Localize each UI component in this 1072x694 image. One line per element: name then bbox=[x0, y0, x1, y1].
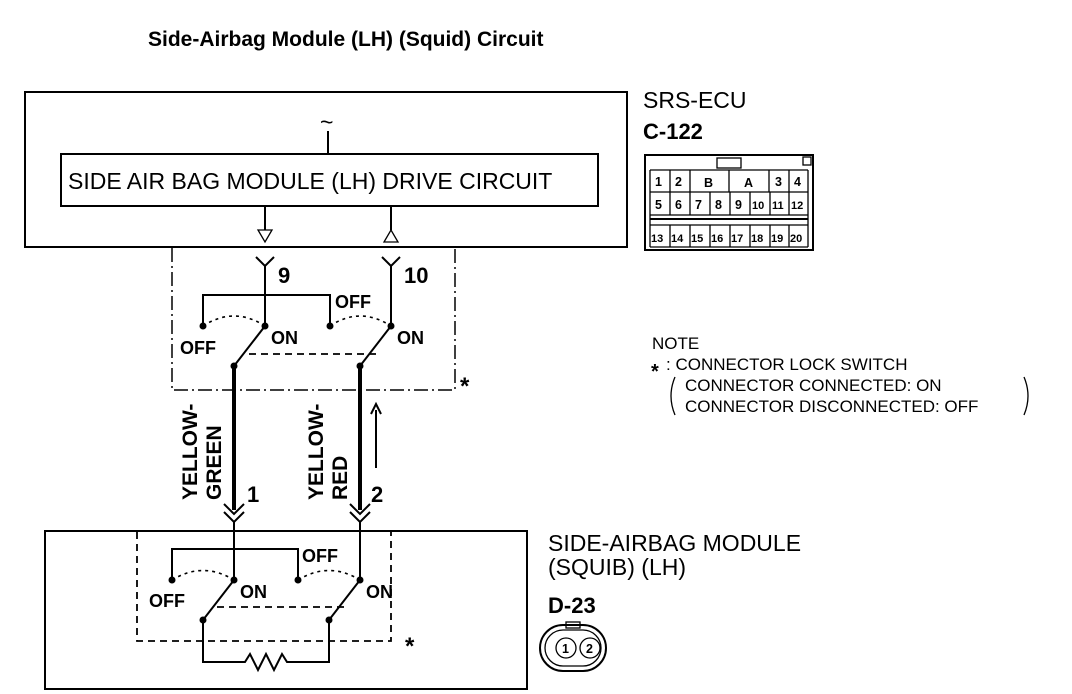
ecu-lock-switch-boundary bbox=[171, 248, 456, 391]
c122-pin: 7 bbox=[695, 198, 702, 212]
c122-pin: 11 bbox=[772, 200, 784, 212]
c122-pin: 1 bbox=[655, 175, 662, 189]
module-left-on-label: ON bbox=[240, 582, 267, 602]
c122-connector-face bbox=[644, 154, 814, 251]
ecu-connector-code: C-122 bbox=[643, 119, 703, 144]
c122-pin: 3 bbox=[775, 175, 782, 189]
ecu-short-bar bbox=[265, 294, 331, 324]
ecu-left-blade bbox=[233, 325, 266, 367]
wire-2-color-line2: RED bbox=[329, 456, 352, 500]
c122-pin: 20 bbox=[790, 233, 802, 245]
c122-pin: 14 bbox=[671, 233, 684, 245]
module-name-line2: (SQUIB) (LH) bbox=[548, 554, 686, 580]
c122-pin: 18 bbox=[751, 233, 763, 245]
wire-2-color-line1: YELLOW- bbox=[305, 404, 328, 500]
module-left-blade bbox=[202, 579, 235, 621]
c122-pin: 16 bbox=[711, 233, 723, 245]
arrow-up-icon bbox=[370, 401, 382, 415]
drive-circuit-box bbox=[60, 153, 599, 207]
d23-pin: 1 bbox=[562, 642, 569, 656]
note-open-paren bbox=[670, 376, 676, 416]
squib-resistor bbox=[202, 620, 330, 673]
module-left-throw-arc bbox=[171, 569, 235, 581]
ecu-right-blade bbox=[359, 325, 392, 367]
ecu-right-on-label: ON bbox=[397, 328, 424, 348]
wire-2-pin-label: 2 bbox=[371, 482, 383, 507]
module-right-off-label: OFF bbox=[302, 546, 338, 566]
c122-pin: 4 bbox=[794, 175, 801, 189]
terminal-10-label: 10 bbox=[404, 263, 428, 288]
ecu-tilde: ~ bbox=[320, 109, 333, 135]
drive-circuit-label: SIDE AIR BAG MODULE (LH) DRIVE CIRCUIT bbox=[68, 168, 552, 194]
c122-pin: 17 bbox=[731, 233, 743, 245]
module-short-bar bbox=[234, 548, 299, 578]
c122-pin: B bbox=[704, 176, 713, 190]
c122-pin: 6 bbox=[675, 198, 682, 212]
note-close-paren bbox=[1023, 376, 1029, 416]
c122-pin: 9 bbox=[735, 198, 742, 212]
c122-pin: 2 bbox=[675, 175, 682, 189]
module-right-throw-arc bbox=[297, 569, 361, 581]
ecu-name: SRS-ECU bbox=[643, 87, 747, 113]
module-right-on-label: ON bbox=[366, 582, 393, 602]
module-name-line1: SIDE-AIRBAG MODULE bbox=[548, 530, 801, 556]
c122-pin: A bbox=[744, 176, 753, 190]
note-line2: CONNECTOR CONNECTED: ON bbox=[685, 376, 942, 395]
ecu-left-throw-arc bbox=[202, 315, 266, 327]
module-left-off-lead bbox=[171, 548, 234, 578]
module-lock-star: * bbox=[405, 633, 415, 660]
note-line1: : CONNECTOR LOCK SWITCH bbox=[666, 355, 907, 374]
note-marker: * bbox=[651, 361, 659, 383]
triangle-up-icon bbox=[382, 228, 400, 243]
airbag-module-box bbox=[44, 530, 528, 690]
module-left-off-label: OFF bbox=[149, 591, 185, 611]
ecu-left-off-label: OFF bbox=[180, 338, 216, 358]
srs-ecu-box bbox=[24, 91, 628, 248]
terminal-9-label: 9 bbox=[278, 263, 290, 288]
c122-pin: 10 bbox=[752, 200, 764, 212]
ecu-left-on-label: ON bbox=[271, 328, 298, 348]
module-right-blade bbox=[328, 579, 361, 621]
terminal-10-fork bbox=[381, 256, 401, 268]
c122-pin: 13 bbox=[651, 233, 663, 245]
wire-1-color-line2: GREEN bbox=[203, 425, 226, 500]
wire-1-color-line1: YELLOW- bbox=[179, 404, 202, 500]
diagram-title: Side-Airbag Module (LH) (Squid) Circuit bbox=[148, 28, 543, 51]
ecu-lock-star: * bbox=[460, 373, 470, 400]
wire-1-pin-label: 1 bbox=[247, 482, 259, 507]
module-lock-switch-boundary bbox=[136, 530, 392, 642]
ecu-right-off-label: OFF bbox=[335, 292, 371, 312]
note-line3: CONNECTOR DISCONNECTED: OFF bbox=[685, 397, 978, 416]
c122-pin: 19 bbox=[771, 233, 783, 245]
note-heading: NOTE bbox=[652, 334, 699, 353]
terminal-9-fork bbox=[255, 256, 275, 268]
c122-pin: 15 bbox=[691, 233, 703, 245]
ecu-right-throw-arc bbox=[329, 315, 392, 327]
triangle-down-icon bbox=[256, 229, 274, 244]
c122-pin: 12 bbox=[791, 200, 803, 212]
c122-pin: 5 bbox=[655, 198, 662, 212]
ecu-left-off-lead bbox=[202, 294, 265, 324]
d23-pin: 2 bbox=[586, 642, 593, 656]
d23-connector-face bbox=[539, 621, 607, 672]
c122-pin: 8 bbox=[715, 198, 722, 212]
module-connector-code: D-23 bbox=[548, 593, 596, 618]
